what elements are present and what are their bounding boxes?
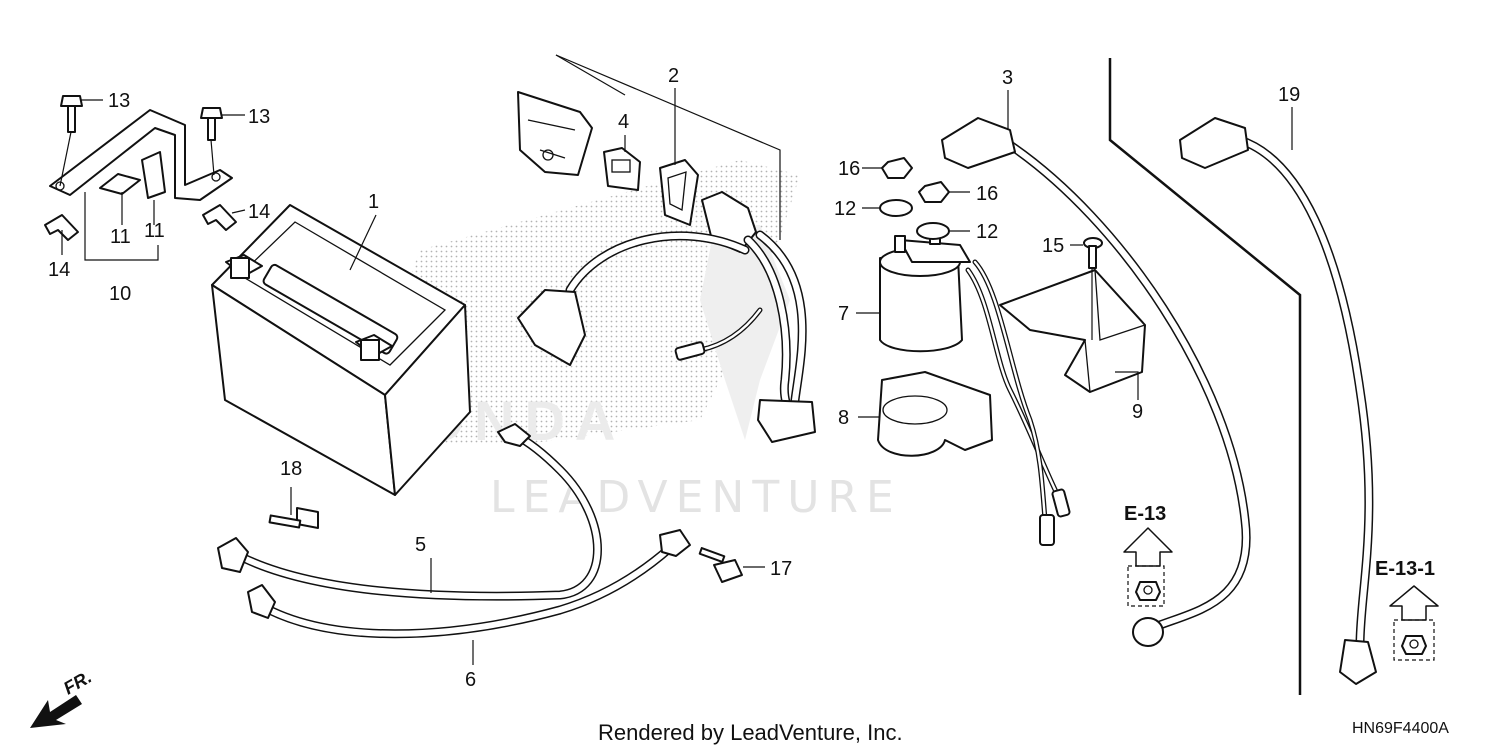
part-label-14-right: 14 <box>248 201 270 223</box>
section-divider-line <box>1108 58 1302 695</box>
cable-19 <box>1179 117 1377 685</box>
connector-cover <box>517 91 593 176</box>
clip-14-left <box>44 214 79 241</box>
battery-bracket <box>49 109 233 201</box>
starter-relay <box>879 225 1071 546</box>
part-label-12-right: 12 <box>976 221 998 243</box>
relay-cover <box>999 269 1146 393</box>
fuse-holder-seal <box>659 159 699 226</box>
nut-16-left <box>881 157 913 179</box>
part-label-13-left: 13 <box>108 90 130 112</box>
part-label-9: 9 <box>1132 401 1143 423</box>
fuse <box>603 147 641 191</box>
part-label-19: 19 <box>1278 84 1300 106</box>
bolt-17 <box>698 547 743 583</box>
leader-lines <box>61 54 1293 665</box>
washer-12-right <box>916 222 950 240</box>
part-label-11-right: 11 <box>144 220 165 242</box>
part-label-2: 2 <box>668 65 679 87</box>
main-harness <box>517 191 816 443</box>
part-label-11-left: 11 <box>110 226 131 248</box>
bolt-13-right <box>200 107 223 176</box>
battery <box>211 204 471 496</box>
part-number-labels: 1 2 3 4 5 6 7 8 9 10 11 11 12 12 13 13 1… <box>48 65 1300 691</box>
relay-cushion <box>877 371 993 457</box>
part-label-15: 15 <box>1042 235 1064 257</box>
part-label-16-left: 16 <box>838 158 860 180</box>
bolt-13-left <box>59 95 83 187</box>
clip-14-right <box>202 204 237 231</box>
part-label-7: 7 <box>838 303 849 325</box>
part-label-10: 10 <box>109 283 131 305</box>
screw-15 <box>1083 237 1103 340</box>
pad-right <box>141 151 166 199</box>
front-direction-label: FR. <box>60 667 95 699</box>
section-ref-e13-label[interactable]: E-13 <box>1124 503 1166 525</box>
part-label-13-right: 13 <box>248 106 270 128</box>
part-label-16-right: 16 <box>976 183 998 205</box>
section-ref-e13-1-label[interactable]: E-13-1 <box>1375 558 1435 580</box>
section-ref-e13-1[interactable]: E-13-1 <box>1375 558 1439 661</box>
part-label-5: 5 <box>415 534 426 556</box>
cable-3 <box>941 117 1251 647</box>
watermark-text: LEADVENTURE <box>490 472 902 523</box>
cable-5 <box>217 423 602 601</box>
part-label-4: 4 <box>618 111 629 133</box>
part-label-14-left: 14 <box>48 259 70 281</box>
part-label-6: 6 <box>465 669 476 691</box>
part-label-3: 3 <box>1002 67 1013 89</box>
cable-6 <box>247 529 691 639</box>
front-direction-indicator: FR. <box>30 667 95 728</box>
part-label-8: 8 <box>838 407 849 429</box>
diagram-code: HN69F4400A <box>1352 720 1449 737</box>
part-label-1: 1 <box>368 191 379 213</box>
washer-12-left <box>879 199 913 217</box>
section-ref-e13[interactable]: E-13 <box>1123 503 1173 607</box>
pad-left <box>99 173 141 195</box>
footer-credit: Rendered by LeadVenture, Inc. <box>598 720 903 745</box>
part-label-17: 17 <box>770 558 792 580</box>
bolt-18 <box>268 507 319 529</box>
part-label-18: 18 <box>280 458 302 480</box>
part-label-12-left: 12 <box>834 198 856 220</box>
nut-16-right <box>918 181 950 203</box>
